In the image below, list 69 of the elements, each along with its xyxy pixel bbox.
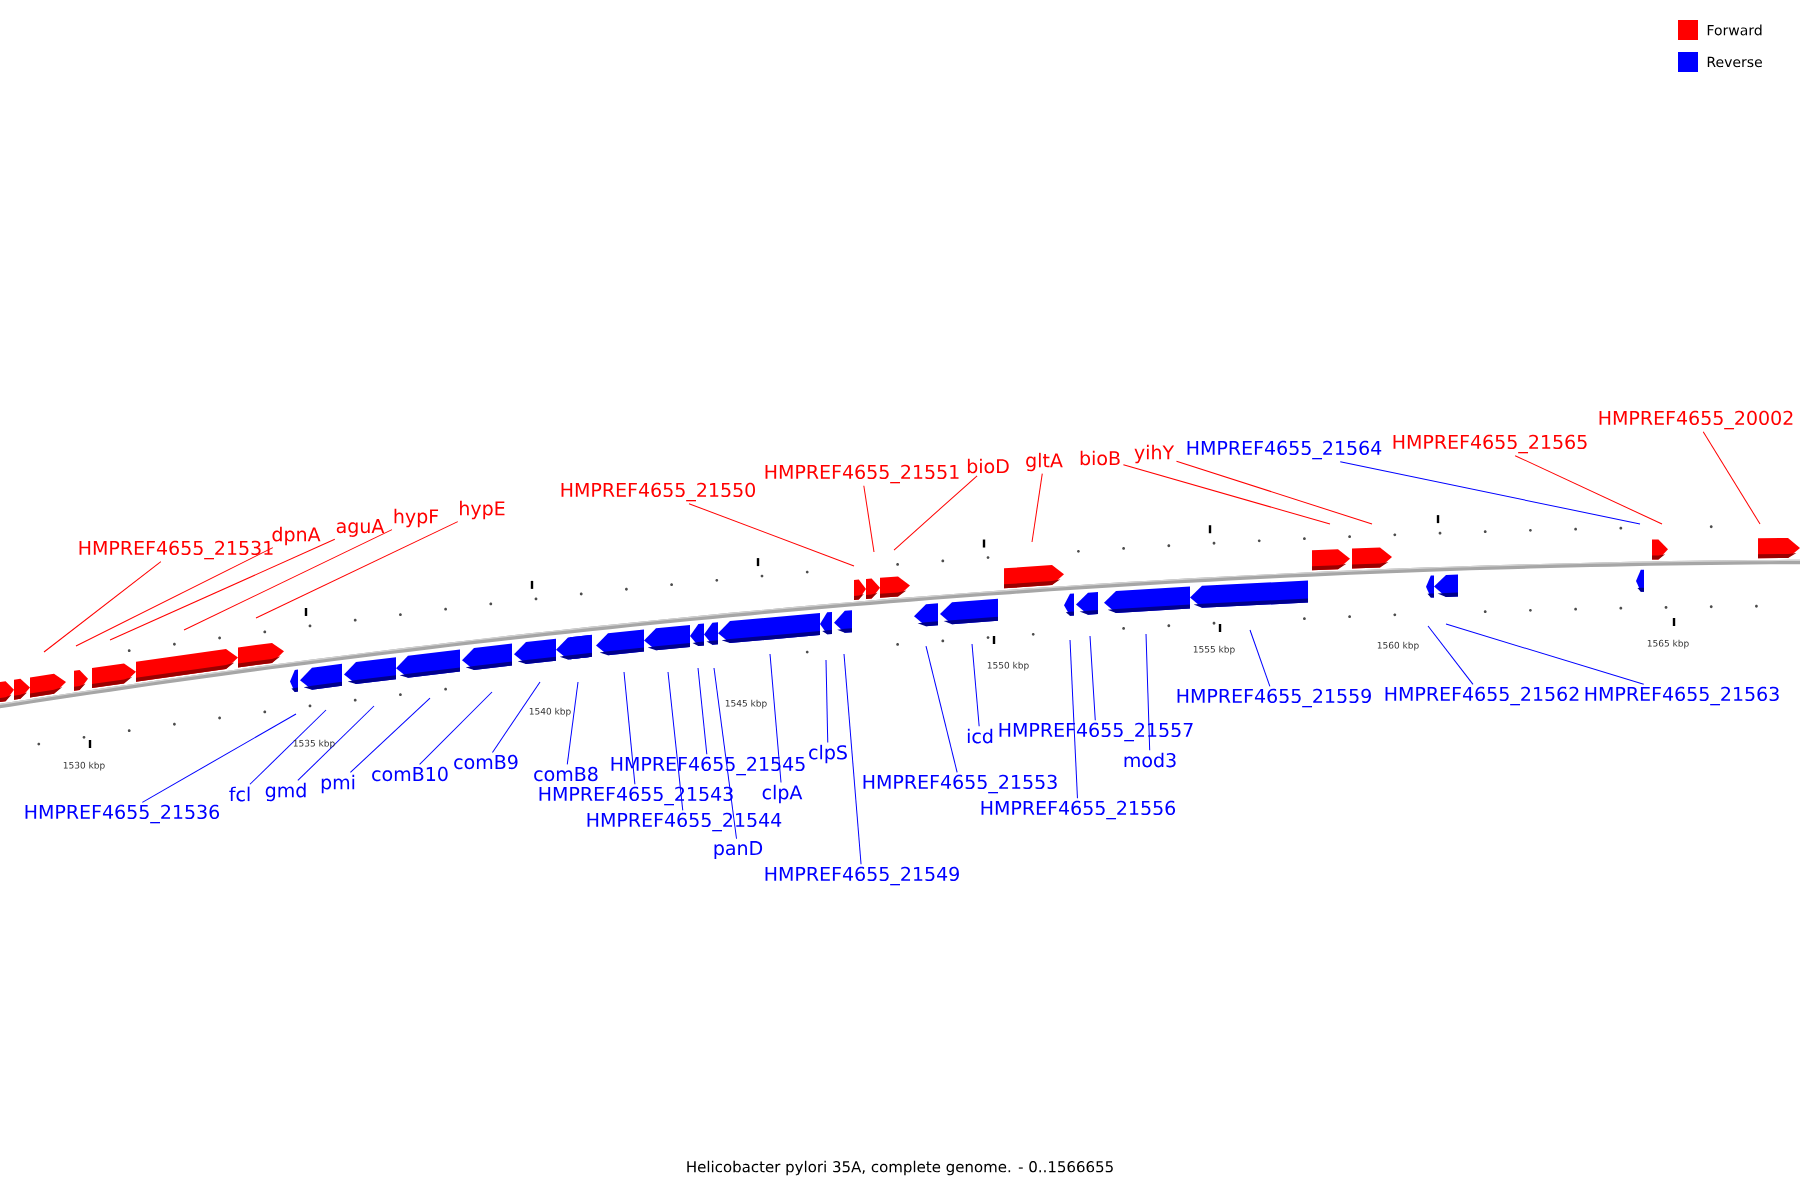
leader-line <box>249 709 327 785</box>
leader-line <box>491 681 541 753</box>
gene-label: dpnA <box>272 526 321 546</box>
leader-line <box>1427 625 1474 685</box>
leader-line <box>75 547 274 647</box>
leader-line <box>141 713 297 803</box>
gene-label: comB10 <box>372 766 448 782</box>
leader-line <box>1176 460 1373 525</box>
leader-line <box>863 485 875 553</box>
leader-line <box>43 561 162 653</box>
leader-line <box>971 643 980 727</box>
gene-label: HMPREF4655_21564 <box>1187 440 1382 460</box>
leader-line <box>1249 629 1271 687</box>
gene-label: icd <box>967 728 993 744</box>
gene-label: gmd <box>265 782 306 802</box>
leader-line <box>893 475 978 551</box>
leader-line <box>1339 461 1641 525</box>
leader-line <box>688 503 855 567</box>
gene-label: clpA <box>762 784 803 804</box>
leader-line <box>566 681 579 765</box>
leader-line <box>1145 633 1151 751</box>
gene-label: pmi <box>321 774 355 794</box>
gene-label: clpS <box>809 744 847 764</box>
gene-label: HMPREF4655_21556 <box>981 800 1176 820</box>
gene-label: HMPREF4655_21563 <box>1585 686 1779 706</box>
gene-label: HMPREF4655_20002 <box>1599 410 1793 430</box>
gene-label: hypE <box>460 500 505 520</box>
leader-line <box>1122 464 1331 525</box>
gene-label: HMPREF4655_21536 <box>25 804 220 824</box>
gene-label: bioD <box>967 458 1009 474</box>
leader-line <box>419 691 493 765</box>
gene-label: hypF <box>394 508 439 528</box>
leader-line <box>697 667 708 755</box>
leader-line <box>1702 431 1761 525</box>
leader-line <box>1031 473 1043 543</box>
leader-line <box>769 653 782 783</box>
gene-label: HMPREF4655_21562 <box>1385 686 1579 706</box>
gene-label: HMPREF4655_21551 <box>765 464 959 484</box>
gene-label: HMPREF4655_21550 <box>561 482 755 502</box>
gene-label: HMPREF4655_21553 <box>863 774 1057 794</box>
gene-label: yihY <box>1134 444 1175 464</box>
gene-label: HMPREF4655_21544 <box>587 812 782 832</box>
leader-line <box>623 671 636 785</box>
gene-label: comB8 <box>534 766 598 782</box>
leader-line <box>349 697 431 773</box>
gene-label: gltA <box>1026 452 1063 472</box>
leader-line <box>713 667 737 840</box>
gene-label: fcl <box>229 786 250 802</box>
leader-line <box>667 671 684 811</box>
gene-label: mod3 <box>1124 752 1176 768</box>
gene-label: HMPREF4655_21531 <box>79 540 273 560</box>
gene-label: comB9 <box>454 754 518 770</box>
leader-line <box>1514 455 1663 525</box>
gene-label: HMPREF4655_21565 <box>1393 434 1587 454</box>
leader-line <box>297 705 375 781</box>
gene-label: aguA <box>336 519 385 537</box>
gene-label: panD <box>714 841 763 859</box>
leader-line <box>1069 639 1078 799</box>
leader-line <box>925 645 958 773</box>
leader-line <box>255 521 459 619</box>
gene-label: bioB <box>1080 450 1120 466</box>
leader-line <box>183 529 393 631</box>
leader-line <box>825 659 829 743</box>
leader-line <box>109 538 336 641</box>
leader-line <box>843 653 862 865</box>
leader-line <box>1089 635 1096 721</box>
gene-label: HMPREF4655_21549 <box>765 866 959 886</box>
leader-line <box>1445 623 1645 685</box>
gene-label: HMPREF4655_21559 <box>1177 688 1371 708</box>
